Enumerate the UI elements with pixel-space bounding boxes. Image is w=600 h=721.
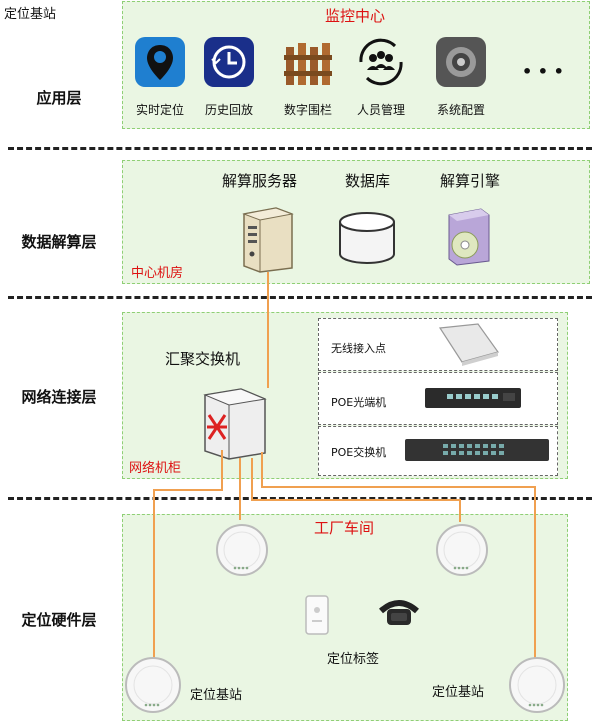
network-cabinet-label: 网络机柜 xyxy=(129,461,182,476)
app-item-label: 历史回放 xyxy=(204,103,253,117)
base-station-icon xyxy=(123,655,183,715)
location-pin-icon xyxy=(135,37,185,87)
card-tag-icon xyxy=(303,594,331,636)
layer-label-application: 应用层 xyxy=(36,89,82,107)
settings-gear-icon xyxy=(436,37,486,87)
poe-optical-label: POE光端机 xyxy=(331,396,387,409)
more-dots: • • • xyxy=(522,62,564,81)
ap-row xyxy=(318,318,558,371)
application-panel xyxy=(122,1,590,129)
database-icon xyxy=(336,210,398,266)
tag-label: 定位标签 xyxy=(327,652,380,667)
fence-icon xyxy=(283,37,333,87)
server-label: 解算服务器 xyxy=(222,172,298,190)
base-station-label-right: 定位基站 xyxy=(432,685,485,700)
central-room-label: 中心机房 xyxy=(131,266,184,281)
base-station-icon xyxy=(434,522,490,578)
layer-label-data: 数据解算层 xyxy=(21,233,97,251)
monitor-center-title: 监控中心 xyxy=(324,7,385,25)
workshop-label: 工厂车间 xyxy=(313,519,374,537)
app-item-label: 实时定位 xyxy=(135,103,184,117)
layer-label-network: 网络连接层 xyxy=(21,388,97,406)
ap-label: 无线接入点 xyxy=(331,342,386,355)
access-point-icon xyxy=(432,322,502,366)
layer-label-hardware: 定位硬件层 xyxy=(21,611,97,629)
switch-device-icon xyxy=(201,381,269,463)
app-item-label: 人员管理 xyxy=(356,103,405,117)
history-clock-icon xyxy=(204,37,254,87)
corner-label: 定位基站 xyxy=(4,7,57,22)
base-station-icon xyxy=(507,655,567,715)
people-management-icon xyxy=(355,36,407,88)
server-icon xyxy=(238,202,298,274)
poe-switch-label: POE交换机 xyxy=(331,446,387,459)
separator-3 xyxy=(8,497,592,500)
base-station-label-left: 定位基站 xyxy=(190,688,243,703)
separator-2 xyxy=(8,296,592,299)
aggregation-switch-label: 汇聚交换机 xyxy=(165,350,241,368)
poe-optical-device-icon xyxy=(423,382,523,412)
separator-1 xyxy=(8,147,592,150)
database-label: 数据库 xyxy=(345,172,391,190)
app-item-label: 数字围栏 xyxy=(283,103,332,117)
engine-label: 解算引擎 xyxy=(440,172,501,190)
engine-software-icon xyxy=(441,205,495,267)
app-item-label: 系统配置 xyxy=(436,103,485,117)
base-station-icon xyxy=(214,522,270,578)
poe-switch-device-icon xyxy=(403,433,551,467)
wristband-tag-icon xyxy=(375,597,423,631)
